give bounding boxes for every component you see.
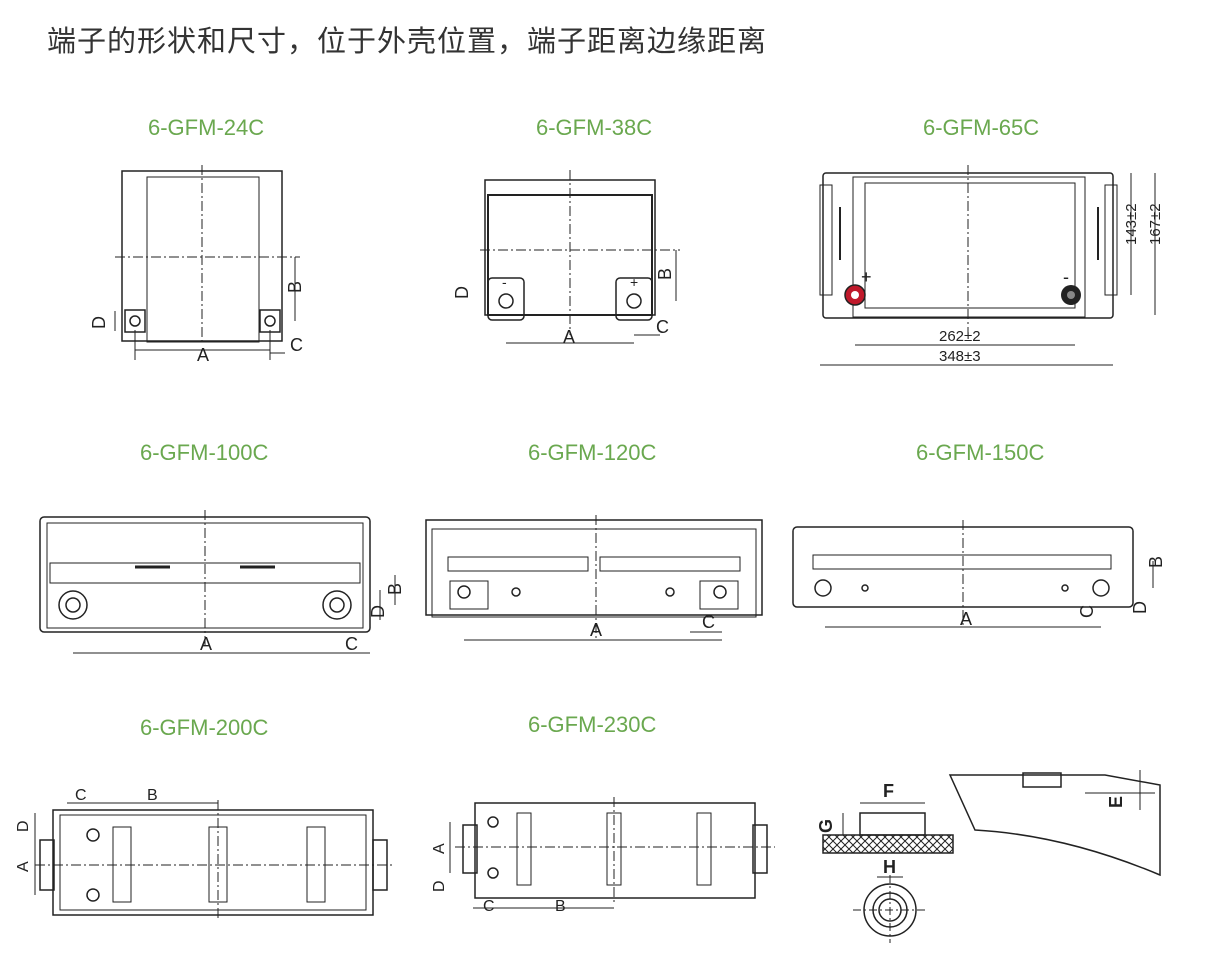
dim-b: B xyxy=(655,268,675,280)
dim-a: A xyxy=(200,634,212,654)
drawing-24c: A B C D xyxy=(85,165,315,375)
dim-b: B xyxy=(147,787,158,804)
terminal-detail-drawing: F G H E xyxy=(805,765,1165,945)
dim-d: D xyxy=(1130,601,1150,614)
outer-width-label: 348±3 xyxy=(939,348,981,365)
inner-height-label: 143±2 xyxy=(1123,203,1140,245)
dim-a: A xyxy=(15,861,32,872)
plus-sign: + xyxy=(861,267,872,287)
dim-a: A xyxy=(431,843,448,854)
dim-d: D xyxy=(89,316,109,329)
model-label-120c: 6-GFM-120C xyxy=(528,440,657,465)
dim-a: A xyxy=(960,609,972,629)
drawing-230c: A D C B xyxy=(425,795,785,920)
drawing-100c: A B C D xyxy=(35,505,415,665)
drawing-65c: + - 262±2 348±3 143±2 167±2 xyxy=(815,165,1175,380)
dim-c: C xyxy=(656,317,669,337)
dim-d: D xyxy=(368,605,388,618)
dim-g: G xyxy=(816,819,836,833)
minus-sign: - xyxy=(1063,267,1069,287)
dim-f: F xyxy=(883,781,894,801)
model-label-200c: 6-GFM-200C xyxy=(140,715,269,740)
dim-d: D xyxy=(431,880,448,892)
drawing-38c: A B C D - + xyxy=(450,165,690,355)
dim-b: B xyxy=(1146,556,1166,568)
dim-c: C xyxy=(345,634,358,654)
drawing-200c: C B D A xyxy=(15,785,405,935)
dim-c: C xyxy=(1077,605,1097,618)
outer-height-label: 167±2 xyxy=(1147,203,1164,245)
dim-b: B xyxy=(555,898,566,915)
drawing-150c: A B C D xyxy=(785,515,1185,635)
dim-h: H xyxy=(883,857,896,877)
model-label-100c: 6-GFM-100C xyxy=(140,440,269,465)
page-title: 端子的形状和尺寸，位于外壳位置，端子距离边缘距离 xyxy=(47,24,768,58)
model-label-24c: 6-GFM-24C xyxy=(148,115,265,140)
model-label-230c: 6-GFM-230C xyxy=(528,712,657,737)
dim-c: C xyxy=(483,898,495,915)
drawing-120c: A C xyxy=(420,515,770,650)
dim-d: D xyxy=(452,286,472,299)
dim-c: C xyxy=(702,612,715,632)
dim-b: B xyxy=(385,583,405,595)
model-label-65c: 6-GFM-65C xyxy=(923,115,1040,140)
dim-d: D xyxy=(15,820,32,832)
model-label-38c: 6-GFM-38C xyxy=(536,115,653,140)
minus-sign: - xyxy=(502,274,507,290)
dim-c: C xyxy=(290,335,303,355)
inner-width-label: 262±2 xyxy=(939,328,981,345)
dim-a: A xyxy=(563,327,575,347)
dim-a: A xyxy=(590,620,602,640)
dim-a: A xyxy=(197,345,209,365)
model-label-150c: 6-GFM-150C xyxy=(916,440,1045,465)
dim-c: C xyxy=(75,787,87,804)
plus-sign: + xyxy=(630,274,638,290)
dim-e: E xyxy=(1106,796,1126,808)
dim-b: B xyxy=(285,281,305,293)
